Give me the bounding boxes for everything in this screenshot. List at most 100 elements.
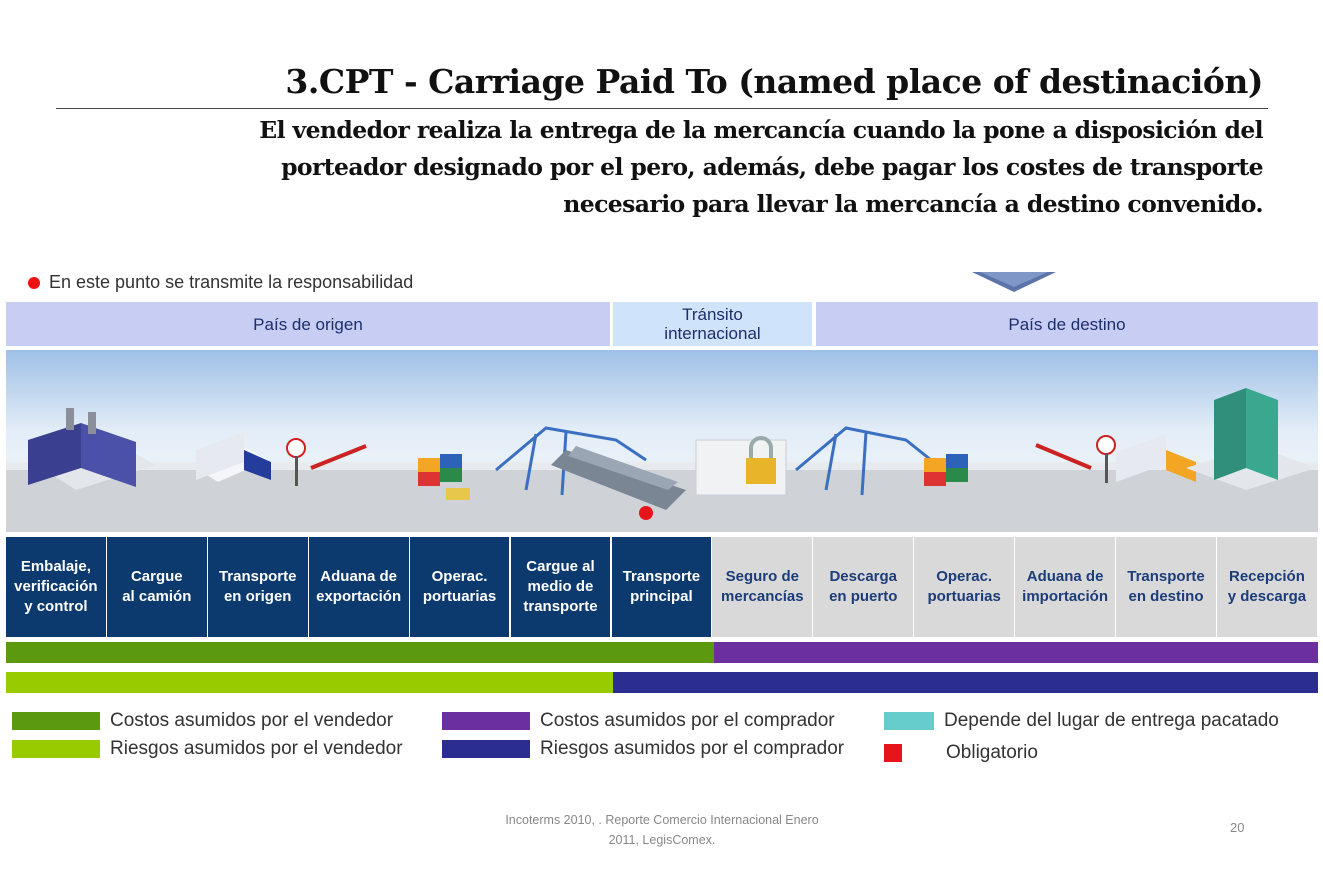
step-label: Aduana de importación xyxy=(1022,567,1108,607)
step-label-line: portuarias xyxy=(422,588,497,605)
step-box: Operac. portuarias xyxy=(914,537,1015,637)
step-box: Transporte en origen xyxy=(207,537,308,637)
crane-icon xyxy=(795,426,932,496)
legend-swatch xyxy=(884,744,902,762)
step-label-line: en origen xyxy=(223,588,292,605)
region-destination-label: País de destino xyxy=(1008,314,1126,334)
slide-subtitle: El vendedor realiza la entrega de la mer… xyxy=(123,112,1263,223)
legend-seller-costs: Costos asumidos por el vendedor xyxy=(12,710,393,732)
step-label-line: y descarga xyxy=(1227,588,1307,605)
legend-depends: Depende del lugar de entrega pacatado xyxy=(884,710,1279,732)
step-label-line: principal xyxy=(630,588,693,605)
containers-icon xyxy=(418,454,470,500)
ship-icon xyxy=(551,446,686,520)
region-destination: País de destino xyxy=(816,302,1318,346)
truck-icon xyxy=(1116,434,1196,482)
region-origin-label: País de origen xyxy=(253,314,363,334)
region-origin: País de origen xyxy=(6,302,610,346)
step-label-line: Transporte xyxy=(1127,568,1205,585)
legend-seller-risks: Riesgos asumidos por el vendedor xyxy=(12,738,403,760)
red-dot-icon xyxy=(28,276,40,289)
legend: Costos asumidos por el vendedor Riesgos … xyxy=(0,710,1323,777)
step-label: Aduana de exportación xyxy=(316,567,401,607)
step-label-line: en puerto xyxy=(829,588,898,605)
step-label-line: verificación xyxy=(14,578,98,595)
responsibility-note: En este punto se transmite la responsabi… xyxy=(28,272,413,293)
step-box: Aduana de exportación xyxy=(308,537,409,637)
legend-buyer-risks: Riesgos asumidos por el comprador xyxy=(442,738,844,760)
containers-icon xyxy=(924,454,968,486)
step-box: Cargue al camión xyxy=(106,537,207,637)
incoterm-diagram: En este punto se transmite la responsabi… xyxy=(0,272,1323,777)
factory-icon xyxy=(26,408,156,490)
legend-label: Costos asumidos por el comprador xyxy=(540,710,835,731)
legend-label: Riesgos asumidos por el vendedor xyxy=(110,738,403,759)
step-label: Transporte en origen xyxy=(219,567,297,607)
customs-barrier-icon xyxy=(1035,435,1116,483)
step-label-line: Cargue al xyxy=(526,558,595,575)
step-label-line: en destino xyxy=(1128,588,1204,605)
region-band: País de origen Tránsito internacional Pa… xyxy=(6,302,1318,346)
step-label-line: medio de xyxy=(527,578,594,595)
step-label: Operac. portuarias xyxy=(423,567,496,607)
seller-risk-bar xyxy=(6,672,614,693)
legend-label: Obligatorio xyxy=(946,742,1038,763)
step-label-line: Seguro de xyxy=(725,568,799,585)
slide-title: 3.CPT - Carriage Paid To (named place of… xyxy=(285,62,1263,101)
legend-label: Riesgos asumidos por el comprador xyxy=(540,738,845,759)
step-label: Cargue al medio de transporte xyxy=(523,557,597,617)
step-label-line: Aduana de xyxy=(320,568,397,585)
subtitle-line: necesario para llevar la mercancía a des… xyxy=(563,190,1263,218)
step-label: Transporte en destino xyxy=(1127,567,1205,607)
step-box: Transporte en destino xyxy=(1116,537,1216,637)
legend-swatch xyxy=(12,740,100,758)
page-number: 20 xyxy=(1230,820,1245,835)
step-label-line: Operac. xyxy=(936,568,993,585)
responsibility-note-text: En este punto se transmite la responsabi… xyxy=(49,272,414,292)
citation-line: Incoterms 2010, . Reporte Comercio Inter… xyxy=(505,813,819,827)
step-box: Operac. portuarias xyxy=(409,537,510,637)
step-box: Transporte principal xyxy=(611,537,712,637)
step-label-line: Cargue xyxy=(130,568,183,585)
legend-mandatory: Obligatorio xyxy=(884,742,1038,764)
region-transit-label-line1: Tránsito xyxy=(682,305,743,324)
buyer-risk-bar xyxy=(613,672,1318,693)
legend-swatch xyxy=(12,712,100,730)
buyer-cost-bar xyxy=(714,642,1318,663)
legend-swatch xyxy=(442,712,530,730)
logistics-illustration xyxy=(6,350,1318,532)
step-label-line: importación xyxy=(1022,588,1108,605)
truck-icon xyxy=(196,432,271,482)
region-transit: Tránsito internacional xyxy=(613,302,812,346)
step-label-line: Aduana de xyxy=(1026,568,1104,585)
insurance-lock-icon xyxy=(695,436,787,496)
step-box: Cargue al medio de transporte xyxy=(510,537,611,637)
step-label-line: Operac. xyxy=(431,568,488,585)
step-label-line: al camión xyxy=(122,588,192,605)
step-label-line: transporte xyxy=(523,598,598,615)
legend-buyer-costs: Costos asumidos por el comprador xyxy=(442,710,835,732)
subtitle-line: El vendedor realiza la entrega de la mer… xyxy=(259,116,1263,144)
title-underline xyxy=(56,108,1268,109)
citation: Incoterms 2010, . Reporte Comercio Inter… xyxy=(462,810,862,850)
step-label: Operac. portuarias xyxy=(927,567,1000,607)
step-box: Aduana de importación xyxy=(1015,537,1115,637)
step-label-line: portuarias xyxy=(927,588,1001,605)
step-label-line: Transporte xyxy=(218,568,297,585)
subtitle-line: porteador designado por el pero, además,… xyxy=(281,153,1264,181)
step-label-line: exportación xyxy=(316,588,402,605)
step-label: Transporte principal xyxy=(623,567,701,607)
legend-swatch xyxy=(884,712,934,730)
step-label-line: Transporte xyxy=(622,568,701,585)
legend-swatch xyxy=(442,740,530,758)
step-label-line: Embalaje, xyxy=(20,558,91,575)
legend-label: Costos asumidos por el vendedor xyxy=(110,710,394,731)
